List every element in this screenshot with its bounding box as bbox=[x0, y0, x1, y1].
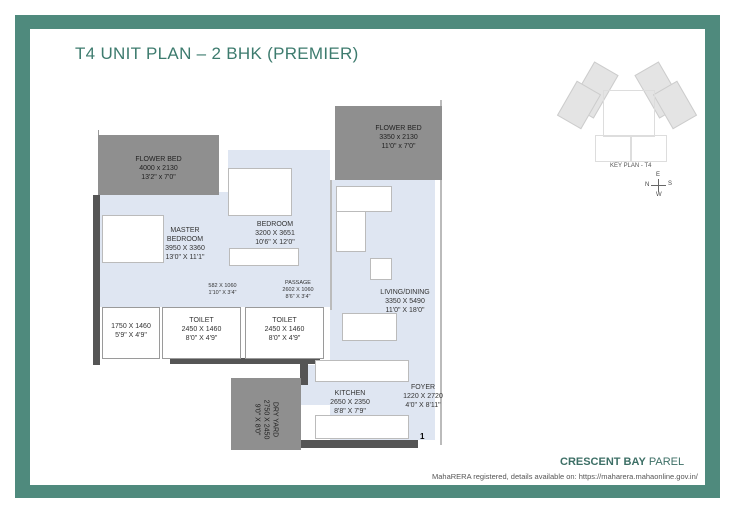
bedroom-bed bbox=[228, 168, 292, 216]
room-imperial: 13'2" x 7'0" bbox=[141, 174, 176, 181]
room-name: LIVING/DINING bbox=[380, 289, 430, 296]
room-metric: 1220 X 2720 bbox=[403, 393, 443, 400]
flower-bed-left: FLOWER BED 4000 x 2130 13'2" x 7'0" bbox=[98, 135, 219, 195]
room-metric: 1750 X 1460 bbox=[111, 323, 151, 330]
room-imperial: 11'0" x 7'0" bbox=[381, 143, 416, 150]
room-name: FOYER bbox=[410, 384, 436, 391]
dining-table bbox=[342, 313, 397, 341]
room-imperial: 9'0" X 8'0" bbox=[253, 403, 261, 436]
wardrobe bbox=[229, 248, 299, 266]
compass-icon: E N S W bbox=[645, 172, 673, 200]
room-name: PASSAGE bbox=[285, 280, 311, 286]
master-bedroom-label: MASTER BEDROOM 3950 X 3360 13'0" X 11'1" bbox=[160, 226, 210, 262]
room-metric: 2750 X 2450 bbox=[262, 399, 270, 440]
room-imperial: 8'6" X 3'4" bbox=[285, 294, 311, 300]
armchair bbox=[370, 258, 392, 280]
master-bed bbox=[102, 215, 164, 263]
compass-west: W bbox=[656, 192, 662, 198]
room-name: MASTER BEDROOM bbox=[166, 227, 204, 243]
compass-east: E bbox=[656, 172, 661, 178]
room-imperial: 1'10" X 3'4" bbox=[208, 290, 237, 296]
rera-footer: MahaRERA registered, details available o… bbox=[432, 472, 698, 481]
room-imperial: 8'0" X 4'9" bbox=[185, 335, 218, 342]
key-plan: KEY PLAN - T4 E N S W bbox=[556, 50, 698, 200]
compass-south: S bbox=[668, 181, 673, 187]
plan-title: T4 UNIT PLAN – 2 BHK (PREMIER) bbox=[75, 44, 359, 63]
kitchen-label: KITCHEN 2650 X 2350 8'8" X 7'9" bbox=[325, 389, 375, 416]
closet-label: 582 X 1060 1'10" X 3'4" bbox=[205, 283, 240, 297]
entry-door-number: 1 bbox=[420, 432, 425, 441]
room-imperial: 5'9" X 4'9" bbox=[115, 332, 147, 339]
room-name: TOILET bbox=[272, 317, 297, 324]
bedroom-label: BEDROOM 3200 X 3651 10'6" X 12'0" bbox=[250, 220, 300, 247]
brand-location: PAREL bbox=[648, 456, 685, 468]
toilet-1: TOILET 2450 X 1460 8'0" X 4'9" bbox=[162, 307, 241, 359]
exterior-wall bbox=[93, 195, 100, 365]
room-metric: 3200 X 3651 bbox=[255, 230, 295, 237]
room-name: FLOWER BED bbox=[375, 125, 422, 132]
room-imperial: 11'0" X 18'0" bbox=[385, 307, 425, 314]
toilet-2: TOILET 2450 X 1460 8'0" X 4'9" bbox=[245, 307, 324, 359]
room-name: BEDROOM bbox=[256, 221, 294, 228]
dry-yard: DRY YARD 2750 X 2450 9'0" X 8'0" bbox=[231, 378, 301, 450]
room-imperial: 8'8" X 7'9" bbox=[334, 408, 366, 415]
room-name: KITCHEN bbox=[334, 390, 366, 397]
compass-north: N bbox=[645, 182, 650, 188]
key-plan-label: KEY PLAN - T4 bbox=[610, 163, 652, 169]
brand-name: CRESCENT BAY bbox=[560, 456, 646, 468]
room-metric: 2650 X 2350 bbox=[330, 399, 370, 406]
room-imperial: 10'6" X 12'0" bbox=[255, 239, 295, 246]
room-name: TOILET bbox=[189, 317, 214, 324]
room-metric: 4000 x 2130 bbox=[139, 165, 178, 172]
flower-bed-right: FLOWER BED 3350 x 2130 11'0" x 7'0" bbox=[335, 106, 442, 180]
kitchen-counter bbox=[315, 360, 409, 382]
room-metric: 3350 x 2130 bbox=[379, 134, 418, 141]
room-imperial: 8'0" X 4'9" bbox=[268, 335, 301, 342]
room-metric: 3350 X 5490 bbox=[385, 298, 425, 305]
room-metric: 582 X 1060 bbox=[208, 283, 237, 289]
room-name: DRY YARD bbox=[271, 401, 279, 438]
utility-room: 1750 X 1460 5'9" X 4'9" bbox=[102, 307, 160, 359]
room-metric: 3950 X 3360 bbox=[165, 245, 205, 252]
passage-label: PASSAGE 2602 X 1060 8'6" X 3'4" bbox=[278, 280, 318, 301]
brand-logo: CRESCENT BAY PAREL bbox=[560, 456, 684, 468]
room-name: FLOWER BED bbox=[135, 156, 182, 163]
foyer-label: FOYER 1220 X 2720 4'0" X 8'11" bbox=[398, 383, 448, 410]
room-metric: 2450 X 1460 bbox=[181, 326, 222, 333]
living-dining-label: LIVING/DINING 3350 X 5490 11'0" X 18'0" bbox=[380, 288, 430, 315]
room-imperial: 13'0" X 11'1" bbox=[165, 254, 205, 261]
room-metric: 2602 X 1060 bbox=[282, 287, 314, 293]
room-metric: 2450 X 1460 bbox=[264, 326, 305, 333]
room-imperial: 4'0" X 8'11" bbox=[405, 402, 441, 409]
